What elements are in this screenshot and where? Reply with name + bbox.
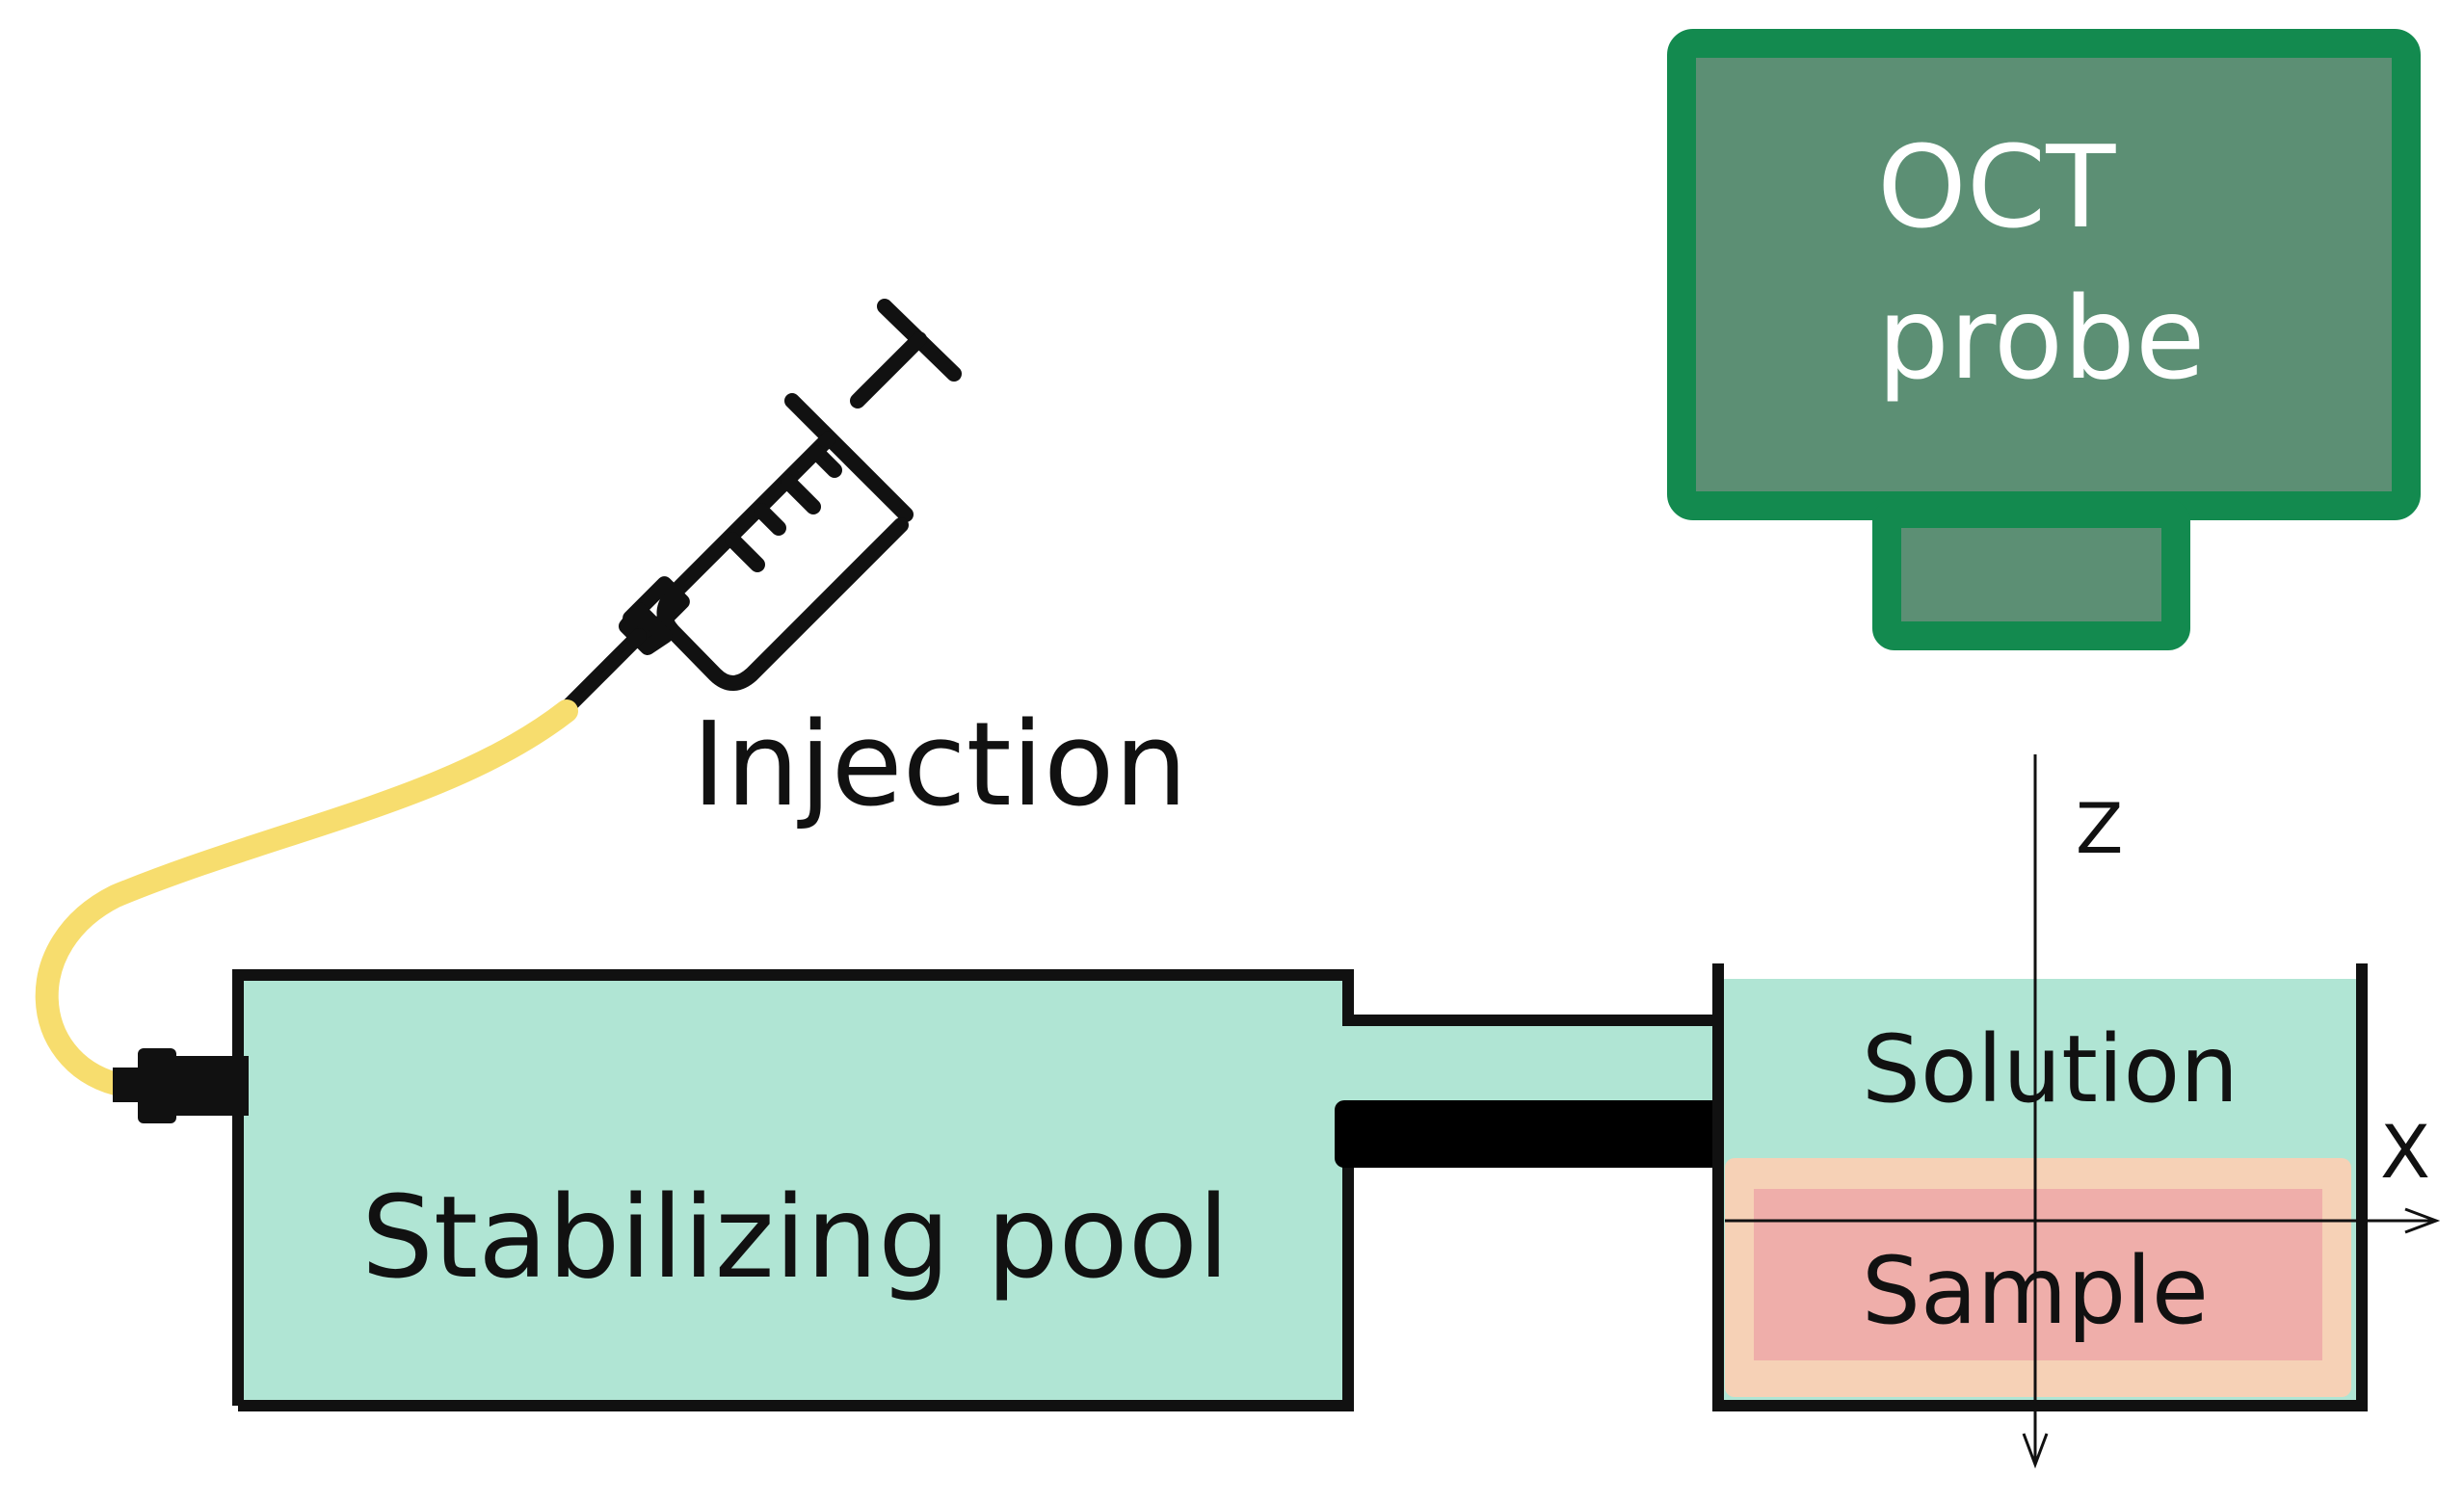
z-axis-label: Z: [2076, 788, 2123, 869]
sample-block: [1754, 1189, 2322, 1360]
syringe-icon: [561, 299, 962, 714]
solution-label: Solution: [1862, 1015, 2239, 1123]
stabilizing-pool: Stabilizing pool: [232, 969, 1739, 1411]
x-axis-label: X: [2380, 1109, 2430, 1195]
stabilizing-pool-liquid: [238, 975, 1348, 1406]
sample-container: Solution Sample: [1712, 963, 2368, 1411]
x-axis-arrowhead: [2404, 1207, 2441, 1234]
oct-probe-lens: [1872, 499, 2190, 650]
connector-icon: [113, 1048, 249, 1123]
container-walls: [1712, 963, 2368, 1411]
oct-probe-label-line1: OCT: [1877, 120, 2116, 253]
injection-label: Injection: [692, 699, 1187, 832]
coordinate-axes: [1725, 754, 2441, 1469]
injection-tube: [35, 699, 578, 1095]
oct-probe: OCT probe: [1667, 29, 2421, 650]
channel-liquid: [1341, 1018, 1727, 1105]
stabilizing-pool-label: Stabilizing pool: [361, 1171, 1230, 1304]
oct-probe-label-line2: probe: [1877, 272, 2206, 405]
z-axis-arrowhead: [2022, 1433, 2049, 1469]
channel-barrier: [1335, 1100, 1739, 1168]
